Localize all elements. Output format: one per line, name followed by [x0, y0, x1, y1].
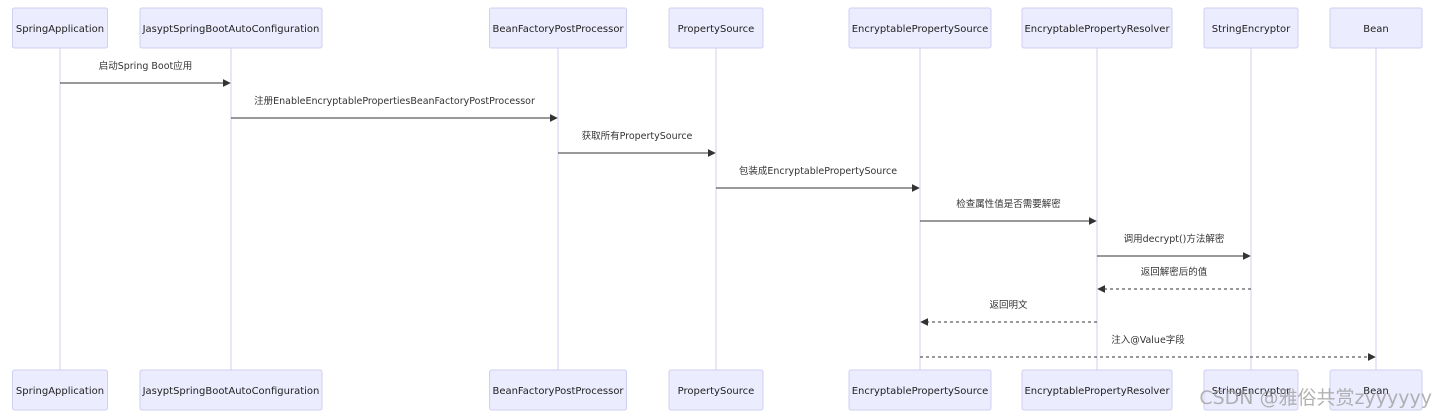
message-9: 注入@Value字段 [920, 334, 1376, 361]
actor-label: Bean [1363, 24, 1388, 35]
actor-bean-top: Bean [1329, 7, 1423, 49]
actor-box [12, 369, 108, 411]
message-7: 返回解密后的值 [1097, 266, 1251, 293]
actor-box [1329, 369, 1423, 411]
actor-box [1021, 7, 1173, 49]
actor-box [668, 369, 764, 411]
actor-encryptable-property-source-bottom: EncryptablePropertySource [848, 369, 992, 411]
actors-top: SpringApplication JasyptSpringBootAutoCon… [12, 7, 1423, 49]
actor-encryptable-property-resolver-bottom: EncryptablePropertyResolver [1021, 369, 1173, 411]
actor-bean-factory-post-processor-bottom: BeanFactoryPostProcessor [489, 369, 627, 411]
actor-encryptable-property-source-top: EncryptablePropertySource [848, 7, 992, 49]
actor-property-source-bottom: PropertySource [668, 369, 764, 411]
message-3: 获取所有PropertySource [558, 130, 716, 157]
actor-box [668, 7, 764, 49]
actor-encryptable-property-resolver-top: EncryptablePropertyResolver [1021, 7, 1173, 49]
lifelines [59, 48, 1377, 370]
message-label: 返回明文 [989, 299, 1028, 311]
actor-string-encryptor-bottom: StringEncryptor [1203, 369, 1299, 411]
actor-label: SpringApplication [16, 24, 104, 35]
actor-spring-application-bottom: SpringApplication [12, 369, 108, 411]
message-label: 启动Spring Boot应用 [99, 60, 193, 72]
actor-label: JasyptSpringBootAutoConfiguration [142, 24, 320, 35]
actor-box [1329, 7, 1423, 49]
actor-label: JasyptSpringBootAutoConfiguration [142, 386, 320, 397]
message-8: 返回明文 [920, 299, 1097, 326]
message-label: 注入@Value字段 [1111, 334, 1185, 346]
actor-box [848, 7, 992, 49]
message-label: 获取所有PropertySource [582, 130, 693, 142]
actor-property-source-top: PropertySource [668, 7, 764, 49]
message-label: 返回解密后的值 [1141, 266, 1208, 278]
actor-label: EncryptablePropertySource [852, 386, 989, 397]
actor-label: BeanFactoryPostProcessor [492, 24, 624, 35]
actor-box [1203, 7, 1299, 49]
message-label: 检查属性值是否需要解密 [956, 198, 1061, 210]
message-1: 启动Spring Boot应用 [60, 60, 231, 87]
message-4: 包装成EncryptablePropertySource [716, 165, 920, 192]
actor-box [1021, 369, 1173, 411]
actor-box [139, 7, 323, 49]
actor-bean-factory-post-processor-top: BeanFactoryPostProcessor [489, 7, 627, 49]
actor-box [139, 369, 323, 411]
actor-label: BeanFactoryPostProcessor [492, 386, 624, 397]
actor-box [12, 7, 108, 49]
actor-label: SpringApplication [16, 386, 104, 397]
actor-jasypt-spring-boot-auto-configuration-top: JasyptSpringBootAutoConfiguration [139, 7, 323, 49]
actor-label: PropertySource [678, 386, 755, 397]
message-5: 检查属性值是否需要解密 [920, 198, 1097, 225]
actor-box [489, 369, 627, 411]
actors-bottom: SpringApplication JasyptSpringBootAutoCon… [12, 369, 1423, 411]
actor-string-encryptor-top: StringEncryptor [1203, 7, 1299, 49]
message-6: 调用decrypt()方法解密 [1097, 233, 1251, 260]
actor-label: EncryptablePropertyResolver [1024, 24, 1170, 35]
message-label: 包装成EncryptablePropertySource [739, 165, 897, 177]
actor-spring-application-top: SpringApplication [12, 7, 108, 49]
actor-label: StringEncryptor [1212, 24, 1291, 35]
message-label: 注册EnableEncryptablePropertiesBeanFactory… [254, 95, 535, 107]
actor-bean-bottom: Bean [1329, 369, 1423, 411]
actor-label: StringEncryptor [1212, 386, 1291, 397]
actor-label: Bean [1363, 386, 1388, 397]
actor-box [848, 369, 992, 411]
message-label: 调用decrypt()方法解密 [1124, 233, 1225, 245]
actor-label: EncryptablePropertySource [852, 24, 989, 35]
watermark-text: CSDN @雅俗共赏zyyyyyy [1199, 387, 1432, 409]
actor-label: PropertySource [678, 24, 755, 35]
message-2: 注册EnableEncryptablePropertiesBeanFactory… [231, 95, 558, 122]
actor-label: EncryptablePropertyResolver [1024, 386, 1170, 397]
actor-box [1203, 369, 1299, 411]
actor-jasypt-spring-boot-auto-configuration-bottom: JasyptSpringBootAutoConfiguration [139, 369, 323, 411]
actor-box [489, 7, 627, 49]
messages: 启动Spring Boot应用注册EnableEncryptableProper… [60, 60, 1376, 361]
